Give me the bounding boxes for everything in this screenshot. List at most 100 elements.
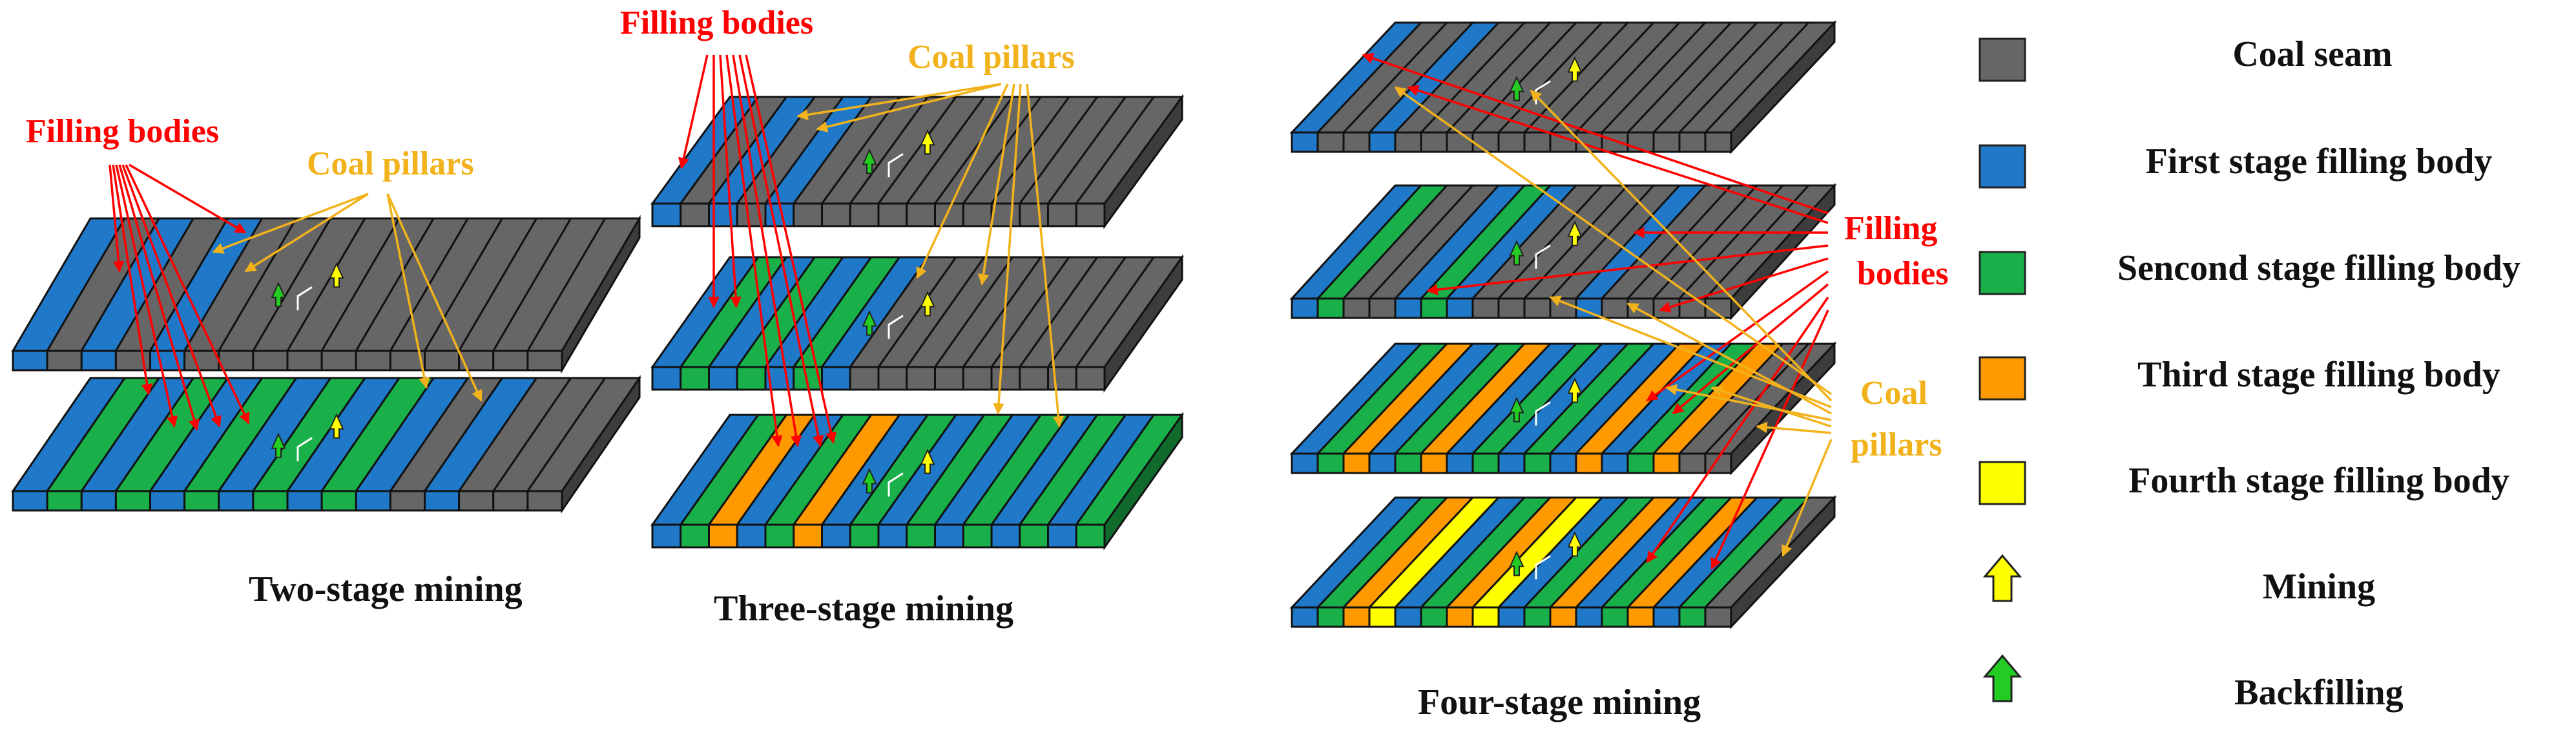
face-step-mark — [1535, 244, 1551, 269]
slab-cell-front — [1075, 202, 1106, 227]
slab — [650, 412, 1184, 551]
slab-cell-front — [1019, 202, 1049, 227]
filling-body-arrow — [109, 164, 125, 273]
slab-cell-front — [1446, 452, 1474, 474]
slab-cell-front — [1575, 452, 1603, 474]
coal-pillar-arrow — [386, 193, 430, 389]
face-step-mark — [1535, 555, 1551, 580]
slab-cell-front — [680, 523, 710, 549]
slab-cell-front — [708, 366, 738, 391]
filling-body-arrow — [1646, 297, 1829, 563]
backfill-marker — [862, 310, 877, 336]
slab-cell-front — [1549, 452, 1577, 474]
filling-body-arrow — [1407, 85, 1829, 224]
slab-cell-front — [1420, 452, 1448, 474]
slab-cell-front — [320, 490, 357, 512]
slab-cell-front — [1523, 131, 1552, 153]
slab-cell-front — [962, 523, 993, 549]
filling-body-arrow — [732, 54, 802, 447]
filling-body-arrow — [1426, 244, 1829, 295]
slab-cell-front — [1446, 606, 1474, 628]
slab-cell-front — [821, 523, 851, 549]
slab-cell-front — [1497, 131, 1526, 153]
slab-side-face — [1730, 20, 1836, 154]
slab-cell-front — [1652, 131, 1681, 153]
slab-cell-front — [1471, 452, 1500, 474]
coal-pillars-label: Coal pillars — [307, 145, 474, 182]
legend-label-fourth-stage: Fourth stage filling body — [2128, 461, 2509, 501]
slab-cell-front — [424, 490, 461, 512]
slab-side-face — [1730, 495, 1836, 629]
filling-bodies-label: Filling bodies — [26, 113, 219, 150]
slab-cell-front — [80, 490, 117, 512]
legend-swatch-coal — [1979, 37, 2026, 82]
slab-side-face — [1103, 412, 1183, 551]
slab-cell-front — [680, 202, 710, 227]
slab-cell-front — [934, 523, 964, 549]
mining-marker — [329, 262, 344, 288]
slab-cell-front — [252, 350, 289, 372]
slab-cell-front — [355, 350, 391, 372]
face-step-mark — [296, 286, 313, 311]
slab-cell-front — [1047, 366, 1077, 391]
slab-cell-front — [1704, 131, 1732, 153]
slab-cell-front — [1394, 606, 1422, 628]
slab-cell-front — [1316, 297, 1345, 319]
slab-cell-front — [821, 366, 851, 391]
slab-cell-front — [736, 366, 767, 391]
slab-cell-front — [1394, 452, 1422, 474]
slab-cell-front — [1497, 452, 1526, 474]
slab-cell-front — [849, 366, 880, 391]
filling-body-arrow — [118, 164, 200, 431]
slab-cell-front — [793, 202, 823, 227]
legend-label-backfilling: Backfilling — [2234, 673, 2404, 713]
slab-cell-front — [320, 350, 357, 372]
slab-cell-front — [114, 490, 151, 512]
filling-body-arrow — [738, 54, 824, 447]
slab-cell-front — [1342, 452, 1371, 474]
slab-cell-front — [764, 523, 795, 549]
coal-pillar-arrow — [1781, 439, 1833, 557]
face-step-mark — [296, 437, 313, 461]
slab-cell-front — [1678, 452, 1707, 474]
slab-cell-front — [183, 490, 220, 512]
coal-pillars-label: Coal pillars — [908, 39, 1075, 76]
slab-cell-front — [492, 490, 529, 512]
coal-pillar-arrow — [1530, 89, 1833, 402]
filling-body-arrow — [121, 164, 222, 428]
slab-cell-front — [1652, 452, 1681, 474]
slab-cell-front — [1626, 606, 1655, 628]
slab-cell-front — [877, 366, 908, 391]
slab-cell-front — [526, 350, 563, 372]
mining-marker — [1567, 377, 1583, 403]
slab-cell-front — [1075, 366, 1106, 391]
backfill-marker — [271, 281, 286, 308]
face-step-mark — [888, 315, 904, 339]
legend-swatches — [1979, 37, 2026, 702]
slab-cell-front — [149, 490, 186, 512]
slab-cell-front — [1678, 606, 1707, 628]
coal-pillar-arrow — [993, 83, 1022, 415]
coal-pillars-label: pillars — [1851, 426, 1942, 463]
slab-cell-front — [990, 202, 1021, 227]
legend-label-second-stage: Sencond stage filling body — [2117, 248, 2520, 288]
legend-label-mining: Mining — [2262, 567, 2376, 607]
panel-caption: Four-stage mining — [1418, 682, 1701, 722]
slab-cell-front — [1047, 202, 1077, 227]
coal-pillar-arrow — [212, 193, 369, 254]
slab-cell-front — [1368, 131, 1397, 153]
backfill-marker — [1509, 397, 1524, 423]
mining-marker — [1567, 220, 1583, 246]
legend-label-first-stage: First stage filling body — [2145, 142, 2493, 182]
coal-pillar-arrow — [1710, 385, 1832, 428]
slab-cell-front — [708, 523, 738, 549]
filling-body-arrow — [1710, 310, 1829, 570]
slab-cell-front — [821, 202, 851, 227]
filling-bodies-label: Filling bodies — [620, 5, 813, 41]
slab-cell-front — [1575, 606, 1603, 628]
slab-cell-front — [1704, 606, 1732, 628]
coal-pillar-arrow — [816, 83, 1002, 132]
legend-label-third-stage: Third stage filling body — [2137, 355, 2500, 395]
